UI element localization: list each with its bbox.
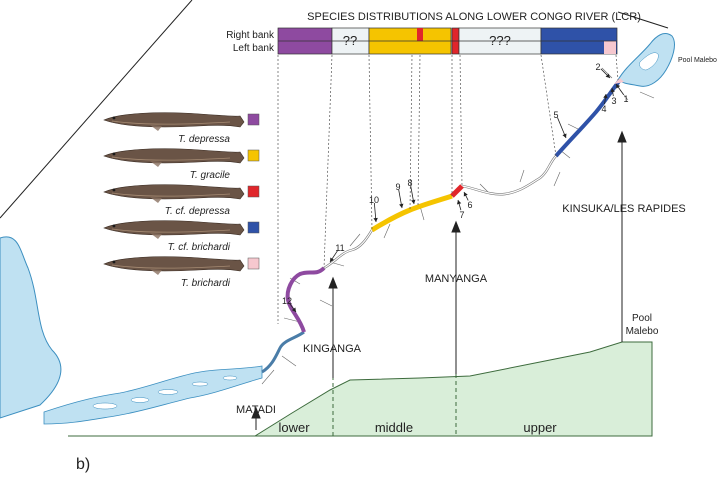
pool-profile-label-2: Malebo (626, 326, 659, 337)
site-marker-10: 10 (369, 195, 379, 223)
fish-specimen-icon (103, 256, 245, 275)
figure-title: SPECIES DISTRIBUTIONS ALONG LOWER CONGO … (307, 11, 641, 23)
pool-brichardi-spot (614, 78, 624, 84)
ocean (0, 236, 62, 419)
pool-malebo-island (639, 52, 659, 71)
legend-swatch (247, 185, 260, 198)
legend-species-name: T. gracile (190, 170, 231, 181)
legend-item-4: T. brichardi (103, 256, 260, 289)
legend-species-name: T. depressa (178, 134, 230, 145)
river-reach-cf-depressa (450, 184, 464, 198)
bar-brichardi-left (604, 41, 616, 54)
estuary (43, 365, 263, 425)
site-marker-12: 12 (282, 296, 297, 313)
site-number-7: 7 (459, 210, 464, 220)
pool-malebo-label: Pool Malebo (678, 57, 717, 64)
river-gap-kinganga-inner (323, 229, 373, 269)
site-marker-9: 9 (395, 182, 404, 209)
site-number-4: 4 (601, 104, 606, 114)
legend-item-1: T. gracile (103, 148, 260, 181)
elevation-profile (70, 341, 653, 437)
site-number-9: 9 (395, 182, 400, 192)
right-bank-label: Right bank (226, 30, 275, 41)
site-marker-11: 11 (329, 243, 345, 263)
section-upper-label: upper (523, 420, 557, 435)
river-reach-gracile (370, 193, 453, 233)
fish-specimen-icon (103, 112, 245, 131)
site-marker-7: 7 (456, 199, 465, 220)
unknown-label-2: ??? (489, 33, 511, 48)
estuary-islands (92, 375, 238, 410)
section-middle-label: middle (375, 420, 413, 435)
frame-line-left (0, 0, 193, 219)
river-gap-manyanga-inner (461, 155, 557, 195)
distribution-bar: ?? ??? (277, 27, 618, 55)
fish-specimen-icon (103, 184, 245, 203)
panel-label: b) (76, 456, 90, 473)
legend-swatch (247, 221, 260, 234)
river-lower (261, 330, 305, 374)
section-lower-label: lower (278, 420, 310, 435)
site-marker-6: 6 (463, 191, 473, 210)
site-number-1: 1 (623, 94, 628, 104)
fish-specimen-icon (103, 148, 245, 167)
legend-item-2: T. cf. depressa (103, 184, 260, 217)
legend-item-3: T. cf. brichardi (103, 220, 260, 253)
site-number-3: 3 (611, 96, 616, 106)
fish-specimen-icon (103, 220, 245, 239)
left-bank-label: Left bank (233, 43, 275, 54)
site-marker-5: 5 (553, 110, 567, 139)
site-marker-8: 8 (407, 178, 416, 205)
site-marker-2: 2 (595, 62, 611, 79)
site-number-6: 6 (467, 200, 472, 210)
site-number-2: 2 (595, 62, 600, 72)
site-marker-4: 4 (601, 93, 608, 114)
site-number-10: 10 (369, 195, 379, 205)
legend-swatch (247, 113, 260, 126)
legend-swatch (247, 149, 260, 162)
river-reach-cf-brichardi (554, 78, 622, 158)
tributaries (261, 67, 655, 385)
site-number-5: 5 (553, 110, 558, 120)
manyanga-label: MANYANGA (425, 273, 488, 285)
pool-profile-label-1: Pool (632, 313, 652, 324)
river-gap-manyanga (461, 155, 557, 196)
species-legend: T. depressa T. gracile T. cf. depressa T. c… (103, 112, 260, 289)
projection-lines (277, 54, 619, 324)
locator-arrows (251, 130, 627, 430)
site-number-12: 12 (282, 296, 292, 306)
river-gap-kinganga (323, 229, 374, 270)
frame-line-right (617, 11, 669, 29)
site-number-11: 11 (335, 243, 344, 253)
bar-cf-depressa-right (417, 28, 423, 41)
site-number-8: 8 (407, 178, 412, 188)
site-marker-1: 1 (615, 83, 629, 104)
river-reach-depressa (285, 266, 326, 333)
matadi-label: MATADI (236, 404, 276, 416)
legend-species-name: T. cf. brichardi (168, 242, 231, 253)
legend-species-name: T. cf. depressa (165, 206, 231, 217)
kinsuka-label: KINSUKA/LES RAPIDES (562, 203, 686, 215)
legend-swatch (247, 257, 260, 270)
legend-item-0: T. depressa (103, 112, 260, 145)
site-marker-3: 3 (610, 87, 617, 106)
unknown-label-1: ?? (343, 33, 357, 48)
kinganga-label: KINGANGA (303, 343, 362, 355)
legend-species-name: T. brichardi (181, 278, 231, 289)
